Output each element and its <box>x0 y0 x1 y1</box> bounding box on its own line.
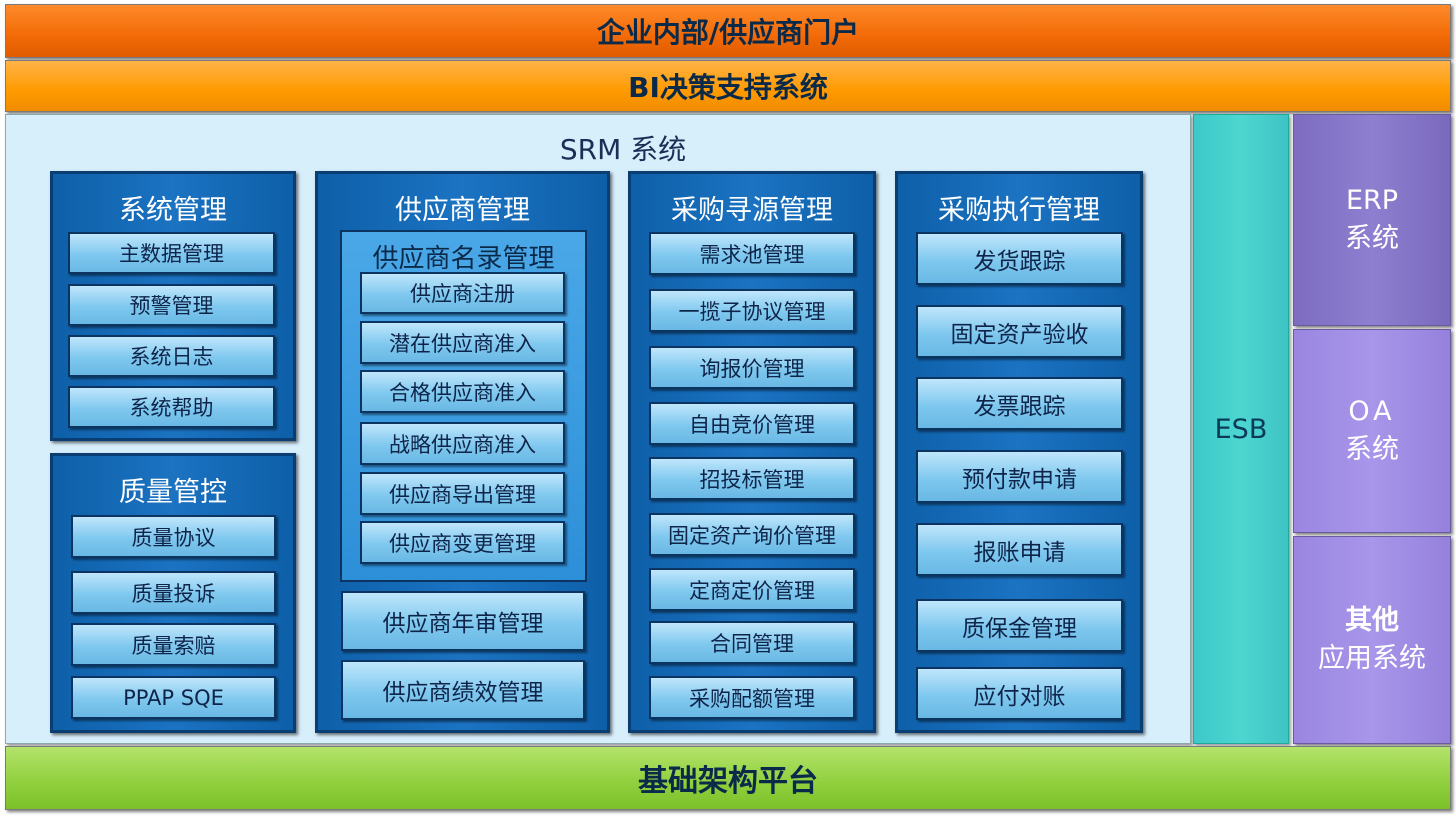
quality-title: 质量管控 <box>119 477 227 508</box>
srm-title: SRM 系统 <box>559 133 687 166</box>
esb-bus: ESB <box>1193 114 1289 744</box>
erp-system: ERP 系统 <box>1293 114 1451 326</box>
quality-item-1[interactable]: 质量投诉 <box>71 571 276 614</box>
bi-band: BI决策支持系统 <box>5 60 1451 112</box>
sourcing-item-8[interactable]: 采购配额管理 <box>649 676 855 719</box>
execution-item-5[interactable]: 质保金管理 <box>916 599 1123 652</box>
erp-label-1: ERP <box>1345 185 1399 216</box>
sourcing-item-3[interactable]: 自由竞价管理 <box>649 402 855 445</box>
sourcing-item-0[interactable]: 需求池管理 <box>649 232 855 275</box>
supplier-directory-item-0[interactable]: 供应商注册 <box>360 272 565 314</box>
supplier-item-1[interactable]: 供应商绩效管理 <box>341 660 585 720</box>
execution-item-3[interactable]: 预付款申请 <box>916 450 1123 503</box>
sourcing-item-1[interactable]: 一揽子协议管理 <box>649 289 855 332</box>
quality-item-2[interactable]: 质量索赔 <box>71 623 276 666</box>
sourcing-item-4[interactable]: 招投标管理 <box>649 457 855 500</box>
execution-item-0[interactable]: 发货跟踪 <box>916 232 1123 285</box>
system-mgmt-title: 系统管理 <box>119 195 227 226</box>
erp-label-2: 系统 <box>1345 223 1399 254</box>
oa-system: OA 系统 <box>1293 329 1451 533</box>
sourcing-item-2[interactable]: 询报价管理 <box>649 346 855 389</box>
portal-label: 企业内部/供应商门户 <box>596 16 860 49</box>
sourcing-item-5[interactable]: 固定资产询价管理 <box>649 513 855 556</box>
oa-label-1: OA <box>1348 396 1396 427</box>
oa-label-2: 系统 <box>1345 434 1399 465</box>
supplier-directory-item-5[interactable]: 供应商变更管理 <box>360 521 565 564</box>
supplier-item-0[interactable]: 供应商年审管理 <box>341 591 585 651</box>
bi-label: BI决策支持系统 <box>628 71 828 104</box>
system-mgmt-item-0[interactable]: 主数据管理 <box>68 232 275 274</box>
base-label: 基础架构平台 <box>638 764 818 799</box>
sourcing-item-7[interactable]: 合同管理 <box>649 621 855 664</box>
esb-label: ESB <box>1214 413 1268 445</box>
base-platform-band: 基础架构平台 <box>5 746 1451 810</box>
supplier-directory-item-1[interactable]: 潜在供应商准入 <box>360 321 565 364</box>
supplier-directory-title: 供应商名录管理 <box>372 244 555 274</box>
quality-item-3[interactable]: PPAP SQE <box>71 676 276 719</box>
other-label-1: 其他 <box>1345 605 1399 636</box>
portal-band: 企业内部/供应商门户 <box>5 4 1451 58</box>
execution-item-1[interactable]: 固定资产验收 <box>916 305 1123 358</box>
sourcing-item-6[interactable]: 定商定价管理 <box>649 568 855 611</box>
other-systems: 其他应用系统 <box>1293 536 1451 744</box>
execution-item-4[interactable]: 报账申请 <box>916 523 1123 576</box>
other-label-2: 应用系统 <box>1318 643 1426 674</box>
system-mgmt-item-3[interactable]: 系统帮助 <box>68 386 275 428</box>
supplier-directory-item-4[interactable]: 供应商导出管理 <box>360 472 565 515</box>
execution-title: 采购执行管理 <box>938 195 1100 226</box>
sourcing-title: 采购寻源管理 <box>671 195 833 226</box>
supplier-directory-item-3[interactable]: 战略供应商准入 <box>360 422 565 465</box>
supplier-title: 供应商管理 <box>395 195 530 226</box>
system-mgmt-item-1[interactable]: 预警管理 <box>68 284 275 326</box>
quality-item-0[interactable]: 质量协议 <box>71 515 276 558</box>
execution-item-2[interactable]: 发票跟踪 <box>916 377 1123 430</box>
execution-item-6[interactable]: 应付对账 <box>916 667 1123 720</box>
system-mgmt-item-2[interactable]: 系统日志 <box>68 335 275 377</box>
supplier-directory-item-2[interactable]: 合格供应商准入 <box>360 370 565 413</box>
